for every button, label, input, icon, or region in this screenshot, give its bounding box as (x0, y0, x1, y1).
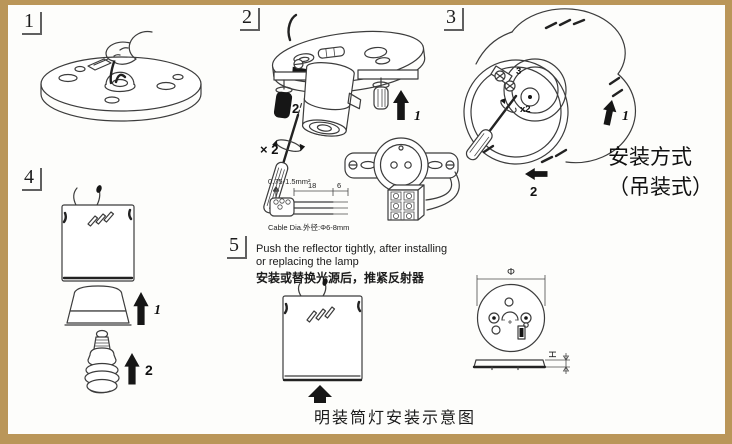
screwdriver-icon (461, 90, 523, 164)
base-side-view: H (474, 351, 570, 374)
mains-wire (289, 15, 296, 40)
method-line1: 安装方式 (608, 145, 692, 169)
step5-text-en-1: Push the reflector tightly, after instal… (256, 243, 448, 255)
cable-gland-dome (105, 72, 135, 91)
step5-text-en-2: or replacing the lamp (256, 256, 359, 268)
fixing-screws (491, 66, 515, 91)
step5-instructions: Push the reflector tightly, after instal… (256, 243, 466, 285)
strip-dim-outer: 18 (308, 181, 316, 190)
step4-illustration: 1 2 (20, 185, 161, 413)
screwdriver-qty-label: × 2 (260, 142, 278, 157)
step2-illustration: 1 2 × 2 (260, 12, 468, 232)
step4-number: 4 (22, 167, 42, 191)
inner-reflector-rings (504, 59, 566, 121)
height-label: H (548, 351, 559, 358)
reflector (65, 286, 131, 325)
cable-note: Cable Dia.外径:Φ6-8mm (268, 222, 349, 232)
arrow-left-label: 2 (530, 184, 537, 199)
strip-dim-inner: 6 (337, 181, 341, 190)
downlight-body (283, 278, 362, 380)
lamp-holder (298, 60, 366, 140)
cfl-bulb-icon (85, 331, 119, 393)
step2-number: 2 (240, 7, 260, 31)
mounting-method-note: 安装方式 （吊装式） (608, 142, 713, 202)
arrow-up-icon (308, 385, 332, 403)
thumbscrew-label: 2 (292, 101, 299, 116)
lamp-arrow-label: 2 (145, 362, 153, 378)
arrow-up-icon (393, 90, 409, 120)
screw-count-label: 3 (516, 66, 521, 77)
step5-illustration (265, 278, 435, 403)
step1-number: 1 (22, 11, 42, 35)
method-line2: （吊装式） (608, 175, 713, 199)
arrow-up-icon (133, 292, 149, 325)
arrow-up-label: 1 (414, 109, 421, 124)
reflector-arrow-label: 1 (154, 303, 161, 318)
step3-number: 3 (444, 7, 464, 31)
step1-illustration (28, 22, 243, 150)
step5-number: 5 (227, 235, 247, 259)
step5-text-cn: 安装或替换光源后，推紧反射器 (256, 271, 425, 285)
arrow-left-icon (525, 168, 548, 180)
cable-strip-diagram: 0.75-1.5mm² 18 6 Cable Dia.外径:Φ6-8mm (268, 177, 349, 232)
wire-gauge-label: 0.75-1.5mm² (268, 177, 311, 186)
base-top-view: Φ (477, 267, 545, 352)
terminal-block (388, 172, 459, 220)
arrow-up-icon (603, 100, 617, 126)
base-dimension-views: Φ H (462, 267, 592, 388)
right-bracket-thumbscrew (358, 70, 418, 109)
screw-qty-label: x2 (520, 104, 531, 115)
hand-icon (106, 32, 152, 83)
page-title: 明装筒灯安装示意图 (313, 408, 476, 427)
diameter-label: Φ (507, 267, 515, 278)
lamp-socket-bracket (345, 138, 458, 192)
step3-illustration: 3 x2 1 2 (450, 12, 636, 199)
arrow-up-label: 1 (622, 109, 629, 124)
downlight-body (62, 185, 134, 281)
arrow-up-icon (124, 353, 140, 385)
